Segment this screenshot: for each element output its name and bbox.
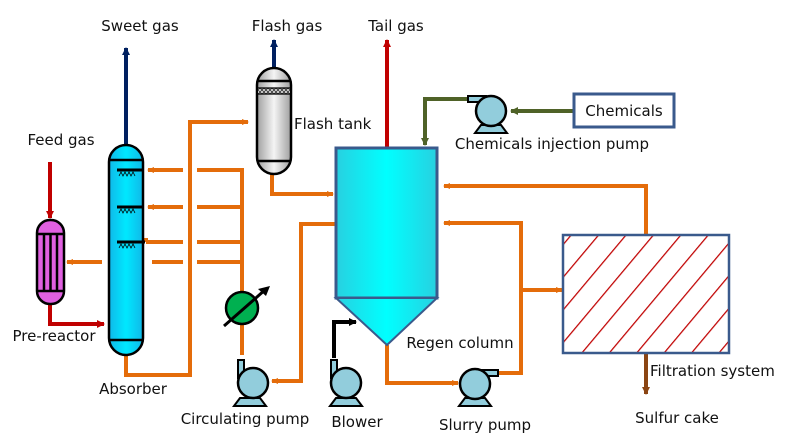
absorber-to-flash-tank-line (124, 119, 249, 377)
pre-reactor-to-absorber-line (48, 303, 105, 328)
chemicals-pump-to-regen-line (421, 97, 470, 146)
slurry-pump[interactable] (457, 367, 499, 407)
regen-column[interactable] (333, 146, 440, 347)
flash-gas-label: Flash gas (252, 17, 323, 35)
chemicals-tank[interactable]: Chemicals (572, 92, 676, 129)
sulfur-cake-label: Sulfur cake (635, 409, 719, 427)
regen-to-circulating-pump-line (271, 222, 336, 384)
regen-to-slurry-pump-line (385, 345, 459, 386)
heat-exchanger[interactable] (223, 286, 270, 328)
feed-gas-label: Feed gas (27, 131, 94, 149)
absorber[interactable] (107, 143, 145, 357)
chemicals-injection-pump[interactable] (467, 94, 509, 134)
blower-air-line (332, 318, 357, 358)
flash-tank[interactable] (255, 66, 293, 176)
circulating-pump-label: Circulating pump (181, 410, 310, 428)
spray-nozzle-icon (117, 168, 145, 249)
chemicals-injection-pump-label: Chemicals injection pump (455, 135, 649, 153)
absorber-label: Absorber (99, 380, 168, 398)
flash-tank-to-regen-line (270, 172, 334, 197)
filtration-system-label: Filtration system (650, 362, 775, 380)
tail-gas-label: Tail gas (367, 17, 424, 35)
filtrate-return-line (443, 183, 648, 234)
slurry-pump-label: Slurry pump (439, 416, 531, 434)
labels: Sweet gas Flash gas Tail gas Feed gas Fl… (13, 17, 775, 434)
regen-column-label: Regen column (406, 334, 513, 352)
flash-tank-label: Flash tank (294, 115, 372, 133)
chemicals-label: Chemicals (585, 102, 663, 120)
sweet-gas-label: Sweet gas (101, 17, 179, 35)
slurry-pump-discharge-line (443, 220, 523, 375)
pre-reactor[interactable] (35, 218, 66, 306)
blower-label: Blower (331, 413, 383, 431)
blower[interactable] (328, 359, 364, 407)
filtration-system[interactable] (561, 233, 731, 355)
circulating-pump[interactable] (232, 359, 270, 407)
pre-reactor-label: Pre-reactor (13, 327, 97, 345)
